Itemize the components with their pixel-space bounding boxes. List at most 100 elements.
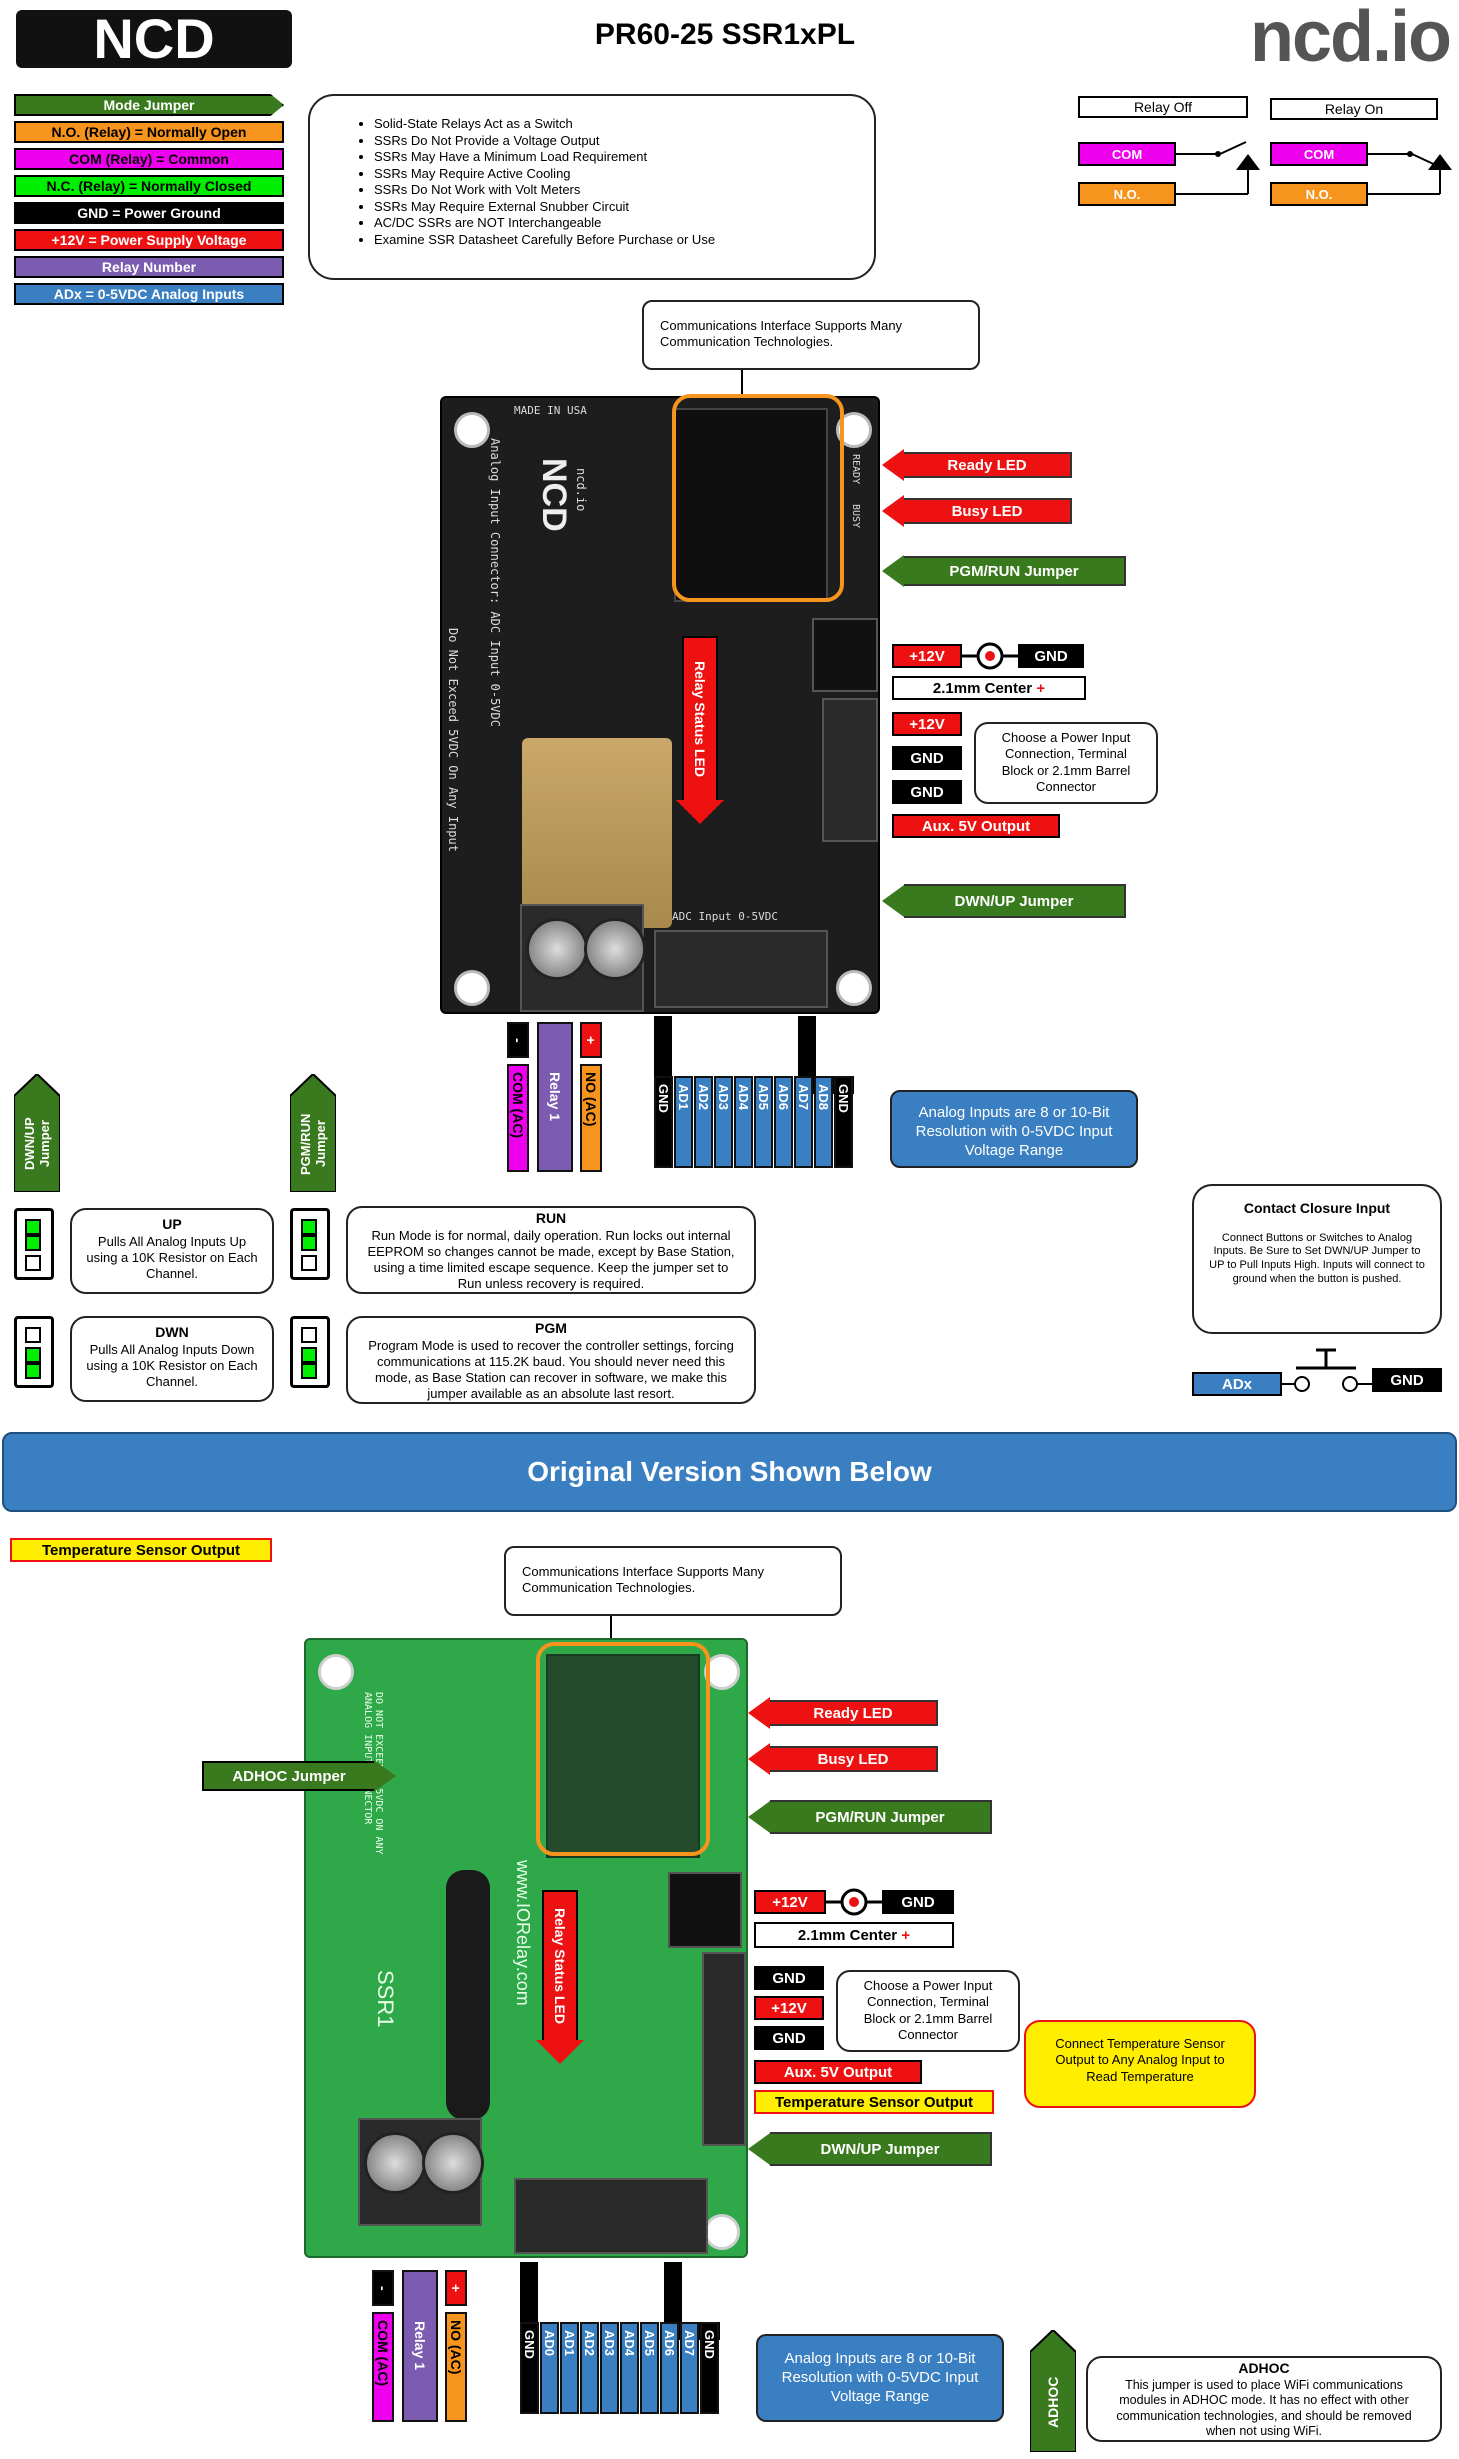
- gnd-bracket-left: [654, 1016, 672, 1076]
- bottom-adc-terminal: [514, 2178, 708, 2254]
- top-dwn-up-callout[interactable]: DWN/UP Jumper: [882, 884, 1126, 918]
- barrel-jack: [812, 618, 878, 692]
- top-pin-com-label: COM (AC): [510, 1072, 526, 1139]
- pushbutton-symbol: [1282, 1346, 1372, 1396]
- ncd-logo-text: NCD: [93, 7, 214, 70]
- ssr-note-item: Examine SSR Datasheet Carefully Before P…: [374, 232, 854, 249]
- pgmrun-jumper-label: PGM/RUN Jumper: [298, 1113, 328, 1175]
- ad-pin: AD0: [540, 2322, 559, 2414]
- board-analog-silk: Analog Input Connector: ADC Input 0-5VDC: [488, 438, 502, 727]
- comm-highlight: [672, 394, 844, 602]
- gnd-bracket-left: [520, 2262, 538, 2322]
- bottom-adhoc-callout[interactable]: ADHOC Jumper: [202, 1760, 396, 1792]
- top-aux-5v: Aux. 5V Output: [892, 814, 1060, 838]
- top-busy-led-callout[interactable]: Busy LED: [882, 495, 1072, 527]
- ad-pin: AD6: [660, 2322, 679, 2414]
- top-barrel-center: 2.1mm Center +: [892, 676, 1086, 700]
- top-term-gnd1: GND: [892, 746, 962, 770]
- bottom-pin-no: NO (AC): [445, 2312, 467, 2422]
- bottom-barrel-center: 2.1mm Center +: [754, 1922, 954, 1948]
- bottom-dwn-up-callout[interactable]: DWN/UP Jumper: [748, 2132, 992, 2166]
- ad-pin: GND: [654, 1076, 673, 1168]
- page-title: PR60-25 SSR1xPL: [594, 18, 856, 51]
- adhoc-tag-label: ADHOC: [1045, 2376, 1061, 2428]
- adhoc-text: This jumper is used to place WiFi commun…: [1116, 2377, 1412, 2439]
- relay-on-diagram: COM N.O.: [1270, 136, 1452, 212]
- relay-screw: [584, 918, 646, 980]
- top-term-12v: +12V: [892, 712, 962, 736]
- top-ready-led-label: Ready LED: [904, 452, 1072, 478]
- top-barrel-gnd: GND: [1018, 644, 1084, 668]
- ad-pin: GND: [834, 1076, 853, 1168]
- pgm-text: Program Mode is used to recover the cont…: [368, 1337, 734, 1402]
- ssr-note-item: SSRs May Require External Snubber Circui…: [374, 199, 854, 216]
- dwn-text: Pulls All Analog Inputs Down using a 10K…: [86, 1341, 258, 1390]
- up-jumper-graphic: [14, 1208, 54, 1280]
- relay-on-no: N.O.: [1270, 182, 1368, 206]
- dwn-jumper-box: DWN Pulls All Analog Inputs Down using a…: [70, 1316, 274, 1402]
- dwn-title: DWN: [155, 1324, 189, 1340]
- bottom-power-note: Choose a Power Input Connection, Termina…: [836, 1970, 1020, 2052]
- relay-off-com: COM: [1078, 142, 1176, 166]
- contact-adx: ADx: [1192, 1372, 1282, 1396]
- run-title: RUN: [535, 1210, 567, 1226]
- bottom-board-site: www.IORelay.com: [513, 1860, 533, 2006]
- legend-item: GND = Power Ground: [14, 202, 284, 224]
- legend-item: Relay Number: [14, 256, 284, 278]
- adhoc-tag: ADHOC: [1029, 2328, 1077, 2453]
- bottom-busy-led-label: Busy LED: [770, 1746, 938, 1772]
- ssr-note-item: SSRs May Have a Minimum Load Requirement: [374, 149, 854, 166]
- top-pin-minus: -: [507, 1022, 529, 1058]
- bottom-pin-relay1: Relay 1: [402, 2270, 438, 2422]
- bottom-pin-com-label: COM (AC): [375, 2320, 391, 2387]
- mount-hole: [318, 1654, 354, 1690]
- bottom-comm-note: Communications Interface Supports Many C…: [504, 1546, 842, 1616]
- bottom-barrel-12v: +12V: [754, 1890, 826, 1914]
- legend-item: N.O. (Relay) = Normally Open: [14, 121, 284, 143]
- gnd-bracket-right: [664, 2262, 682, 2322]
- top-barrel-12v: +12V: [892, 644, 962, 668]
- bottom-pgm-run-callout[interactable]: PGM/RUN Jumper: [748, 1800, 992, 1834]
- bottom-relay-status-label: Relay Status LED: [542, 1890, 578, 2040]
- run-text: Run Mode is for normal, daily operation.…: [367, 1227, 735, 1292]
- top-pgm-run-callout[interactable]: PGM/RUN Jumper: [882, 555, 1126, 587]
- ad-pin: AD7: [680, 2322, 699, 2414]
- relay-off-label: Relay Off: [1078, 96, 1248, 118]
- ad-pin: AD2: [694, 1076, 713, 1168]
- top-analog-note: Analog Inputs are 8 or 10-Bit Resolution…: [890, 1090, 1138, 1168]
- bottom-dwn-up-label: DWN/UP Jumper: [770, 2132, 992, 2166]
- ad-pin: GND: [700, 2322, 719, 2414]
- pgmrun-jumper-tag: PGM/RUN Jumper: [289, 1072, 337, 1193]
- legend-item: COM (Relay) = Common: [14, 148, 284, 170]
- mount-hole: [454, 412, 490, 448]
- bottom-ready-led-callout[interactable]: Ready LED: [748, 1697, 938, 1729]
- bottom-term-gnd2: GND: [754, 2026, 824, 2050]
- adhoc-title: ADHOC: [1238, 2360, 1290, 2376]
- legend-item: N.C. (Relay) = Normally Closed: [14, 175, 284, 197]
- top-pin-minus-label: -: [510, 1037, 526, 1043]
- bottom-busy-led-callout[interactable]: Busy LED: [748, 1743, 938, 1775]
- bottom-barrel-center-text: 2.1mm Center: [797, 1926, 898, 1944]
- original-version-banner: Original Version Shown Below: [2, 1432, 1457, 1512]
- up-title: UP: [162, 1216, 182, 1232]
- ad-pin: AD8: [814, 1076, 833, 1168]
- up-text: Pulls All Analog Inputs Up using a 10K R…: [86, 1233, 258, 1282]
- run-jumper-box: RUN Run Mode is for normal, daily operat…: [346, 1206, 756, 1294]
- arrow-head: [676, 800, 724, 824]
- bottom-power-terminal: [702, 1952, 746, 2146]
- top-pin-relay1-label: Relay 1: [547, 1072, 563, 1122]
- ad-pin: AD1: [674, 1076, 693, 1168]
- board-brand: NCD: [535, 458, 573, 532]
- relay-screw: [422, 2132, 484, 2194]
- relay-screw: [526, 918, 588, 980]
- ad-pin: AD3: [600, 2322, 619, 2414]
- barrel-symbol: [962, 640, 1018, 672]
- ssr-note-item: SSRs Do Not Work with Volt Meters: [374, 182, 854, 199]
- bottom-ssr: [446, 1870, 490, 2120]
- ad-pin: AD6: [774, 1076, 793, 1168]
- top-ready-led-callout[interactable]: Ready LED: [882, 449, 1072, 481]
- bottom-pin-relay1-label: Relay 1: [412, 2321, 428, 2371]
- ad-pin: AD3: [714, 1076, 733, 1168]
- board-warn-silk: Do Not Exceed 5VDC On Any Input: [446, 628, 460, 852]
